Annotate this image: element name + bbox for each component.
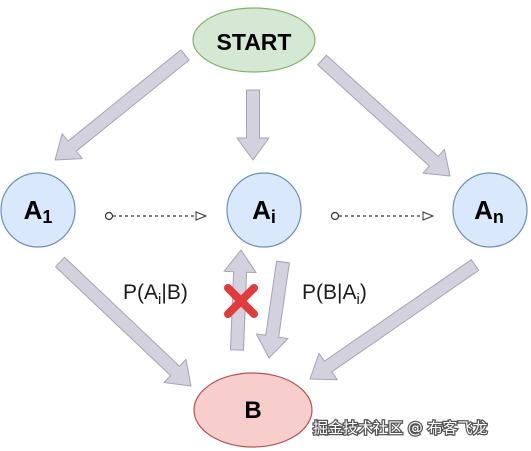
arrow-start-to-a1 xyxy=(54,49,190,161)
x-mark-icon xyxy=(224,284,258,318)
edge-label-left: P(Ai|B) xyxy=(123,281,188,308)
edge-label-right: P(B|Ai) xyxy=(302,281,367,308)
arrow-start-to-ai xyxy=(236,89,270,161)
node-ai: Ai xyxy=(226,172,302,248)
node-ai-shape xyxy=(226,172,302,248)
node-start: START xyxy=(192,7,316,73)
node-ai-label: Ai xyxy=(252,195,276,227)
node-an-label: An xyxy=(474,195,504,227)
node-start-shape xyxy=(192,7,316,73)
arrow-ai-to-b xyxy=(255,260,290,359)
node-b-label: B xyxy=(244,397,261,424)
node-b: B xyxy=(193,372,313,448)
node-a1: A1 xyxy=(0,172,76,248)
dotted-link-ai-an xyxy=(330,213,434,220)
arrow-start-to-an xyxy=(317,54,451,177)
node-an-shape xyxy=(452,172,528,248)
watermark: 掘金技术社区 @ 布客飞龙 xyxy=(313,419,488,437)
arrow-an-to-b xyxy=(309,259,480,381)
node-a1-label: A1 xyxy=(24,195,53,227)
node-b-shape xyxy=(193,372,313,448)
dotted-link-a1-ai xyxy=(104,213,207,220)
arrow-a1-to-b xyxy=(55,256,192,387)
node-start-label: START xyxy=(217,29,292,55)
node-a1-shape xyxy=(0,172,76,248)
node-an: An xyxy=(452,172,528,248)
